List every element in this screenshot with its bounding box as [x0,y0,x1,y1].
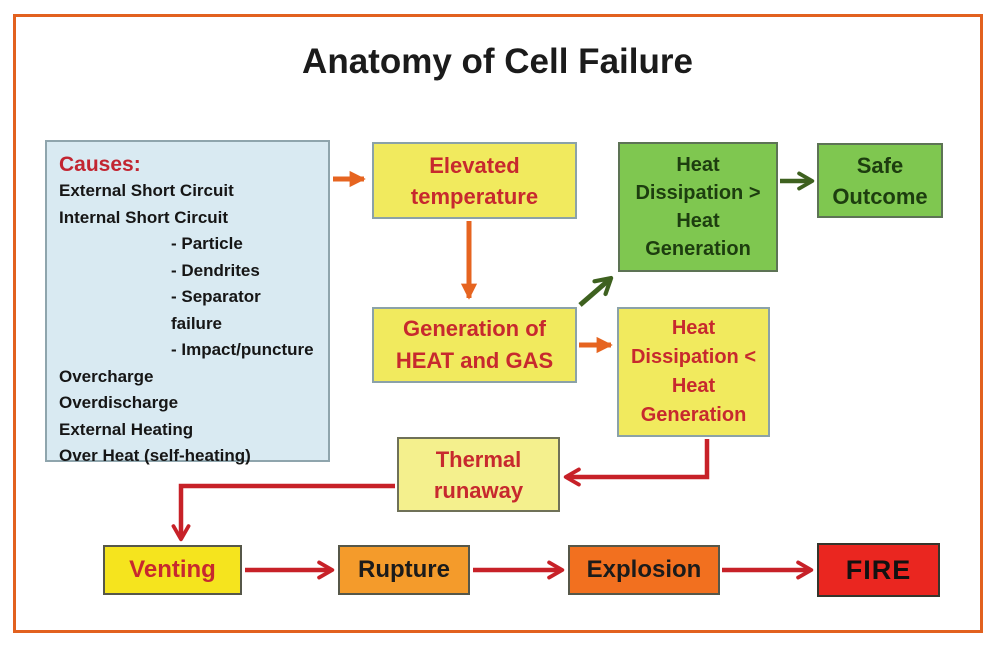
node-elevated-temperature: Elevated temperature [372,142,577,219]
node-explosion: Explosion [568,545,720,595]
node-thermal-runaway: Thermal runaway [397,437,560,512]
cause-item: Internal Short Circuit [59,207,229,227]
node-fire: FIRE [817,543,940,597]
node-label: Venting [129,556,216,583]
cause-item: External Short Circuit [59,181,234,200]
diagram-title: Anatomy of Cell Failure [302,42,693,81]
diagram-border [13,14,983,633]
node-label: Safe Outcome [832,152,928,209]
cause-item: - Impact/puncture [171,340,314,359]
cause-item: - Particle [171,234,243,253]
cause-item: - Dendrites [171,260,260,280]
node-heat-dissipation-greater: Heat Dissipation > Heat Generation [618,142,778,272]
node-generation-heat-gas: Generation of HEAT and GAS [372,307,577,383]
node-rupture: Rupture [338,545,470,595]
node-label: Rupture [358,556,450,583]
node-heat-dissipation-less: Heat Dissipation < Heat Generation [617,307,770,437]
arrow-thermal-to-venting [171,483,395,542]
cause-item: - Separator failure [171,287,261,333]
node-label: Explosion [586,556,702,583]
cause-item: External Heating [59,419,194,439]
causes-heading: Causes: [59,153,141,176]
causes-panel: Causes: External Short Circuit Internal … [45,140,330,465]
node-label: Generation of HEAT and GAS [395,316,554,373]
node-label: Heat Dissipation < Heat Generation [630,317,757,426]
node-label: Heat Dissipation > Heat Generation [635,154,761,260]
cause-item: Overdischarge [59,393,179,412]
node-label: Thermal runaway [433,446,524,503]
arrow-heat-dissipation-less-to-thermal [563,439,710,487]
arrow-generation-to-heat-dissipation-greater [578,275,614,307]
node-label: FIRE [845,554,912,585]
cause-item: Overcharge [59,366,154,386]
node-label: Elevated temperature [410,152,539,209]
node-venting: Venting [103,545,242,595]
node-safe-outcome: Safe Outcome [817,143,943,218]
cause-item: Over Heat (self-heating) [59,446,251,465]
